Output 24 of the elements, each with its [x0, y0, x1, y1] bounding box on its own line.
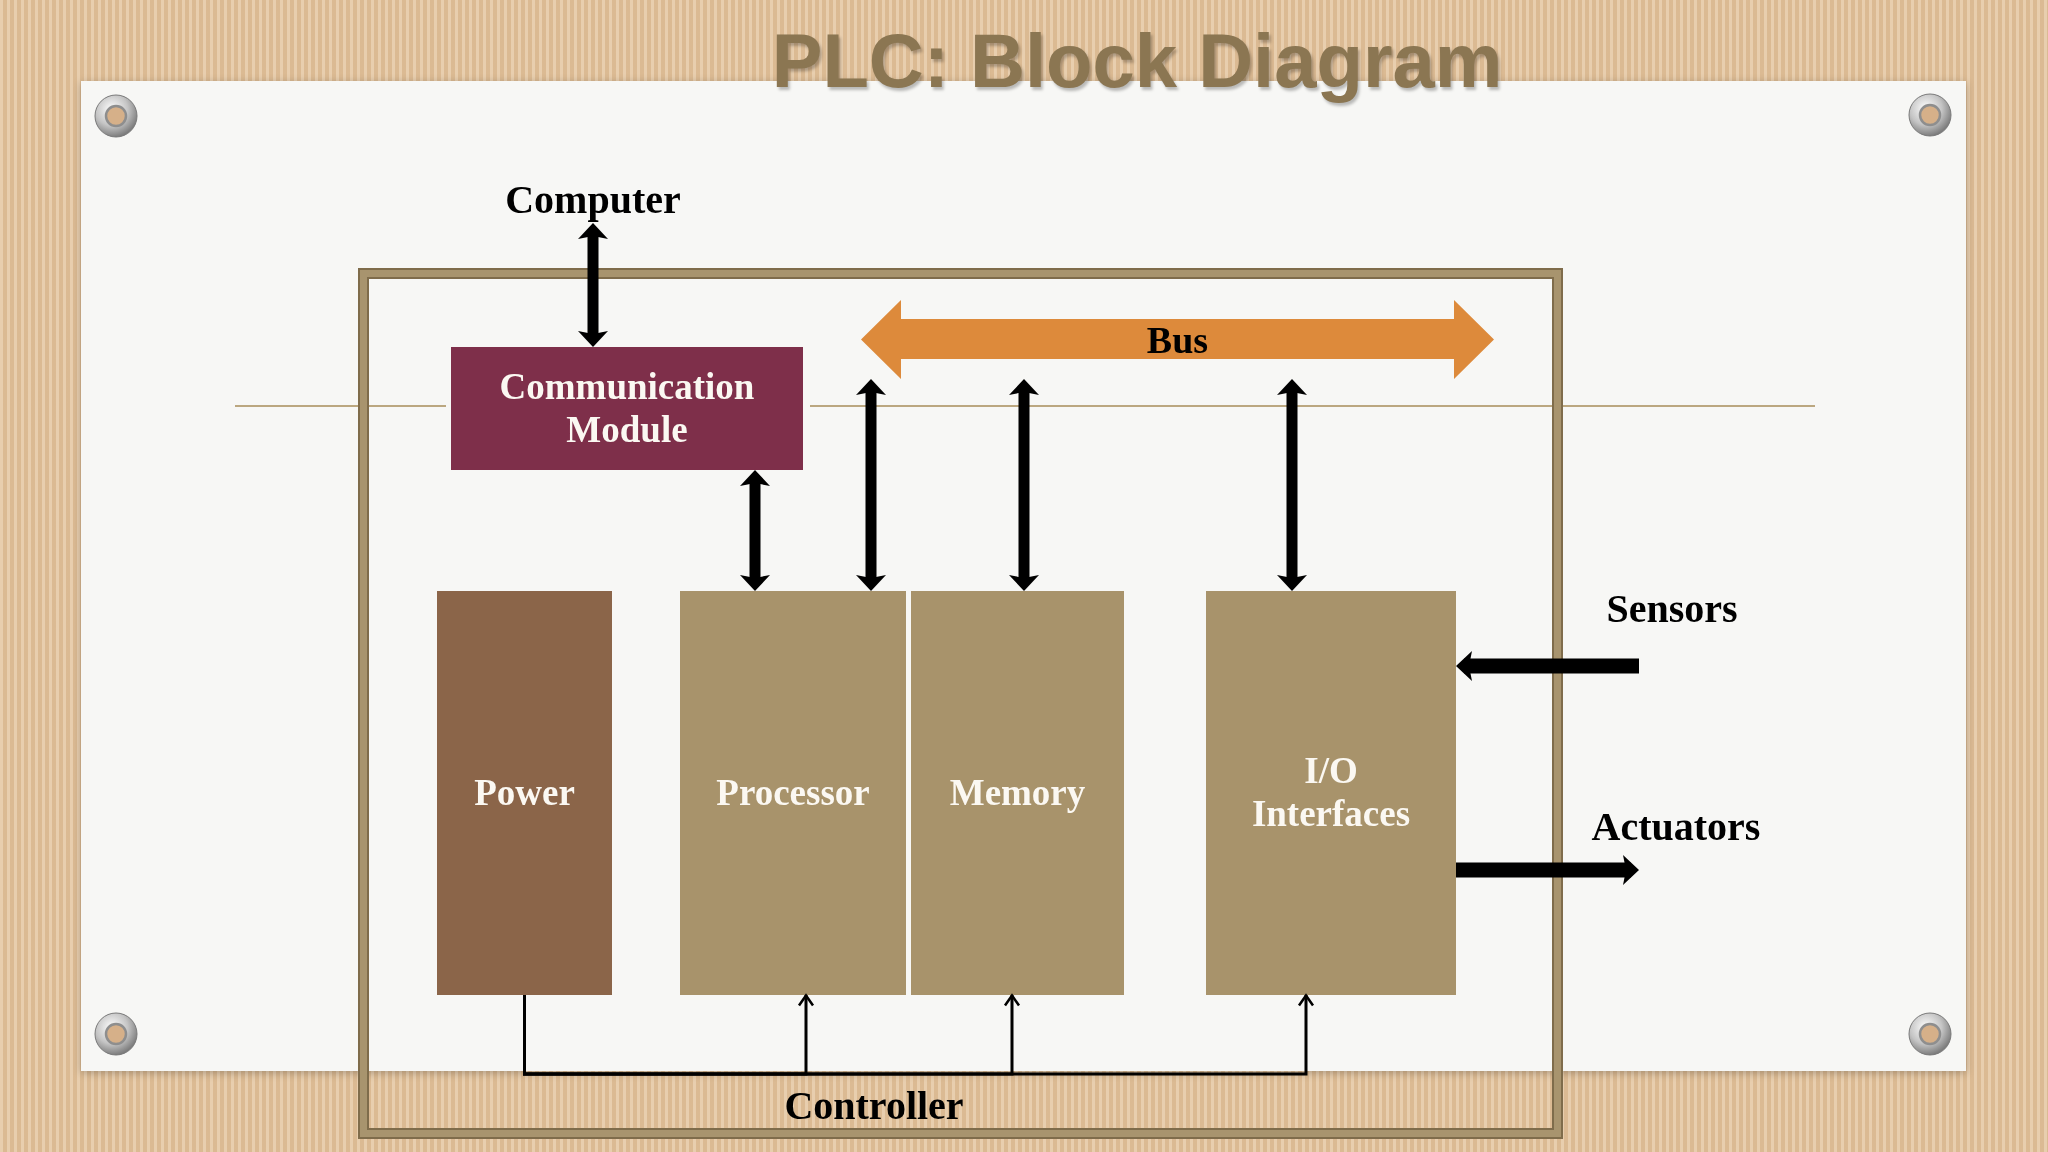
block-label: I/O Interfaces	[1250, 750, 1412, 836]
memory-block	[911, 591, 1124, 995]
double-arrow	[1277, 379, 1307, 591]
power-block	[437, 591, 612, 995]
processor-block	[680, 591, 906, 995]
arrow-label: Bus	[1146, 320, 1209, 359]
arrow	[1456, 855, 1639, 885]
double-arrow	[578, 223, 608, 347]
module-block	[451, 347, 803, 470]
double-arrow	[1009, 379, 1039, 591]
endpoint-label: Sensors	[1606, 586, 1738, 632]
interface-block	[1206, 591, 1456, 995]
arrow	[523, 994, 1315, 1076]
endpoint-label: Computer	[505, 177, 681, 223]
frame-label: Controller	[784, 1083, 964, 1129]
block-label: Communication Module	[498, 365, 756, 452]
block-label: Processor	[716, 771, 870, 815]
double-arrow	[740, 470, 770, 591]
arrow	[1456, 651, 1639, 681]
double-arrow	[856, 379, 886, 591]
block-label: Power	[474, 771, 575, 815]
endpoint-label: Actuators	[1591, 804, 1761, 850]
controller-frame	[358, 268, 1563, 1139]
block-label: Memory	[949, 771, 1086, 815]
